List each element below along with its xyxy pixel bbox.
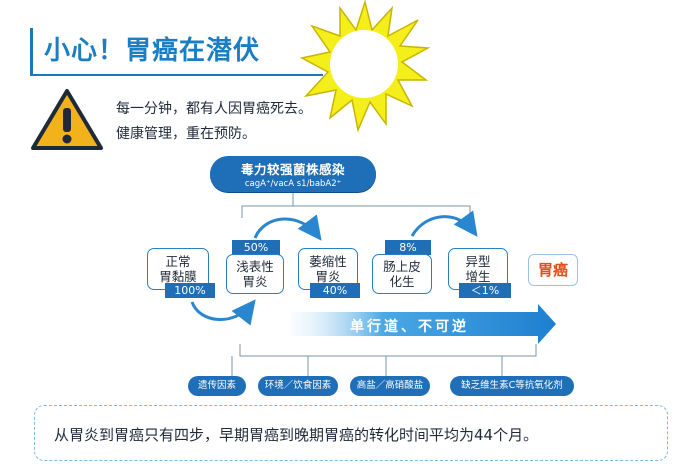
warning-line-2: 健康管理，重在预防。 (116, 126, 256, 142)
stage-label: 化生 (389, 274, 415, 289)
strain-infection-pill: 毒力较强菌株感染 cagA⁺/vacA s1/babA2⁺ (210, 156, 376, 192)
sun-burst-icon (300, 0, 430, 133)
stage-badge: ＜1% (459, 283, 511, 298)
stage-superficial-gastritis: 浅表性 胃炎 (226, 254, 284, 294)
stage-gastric-cancer: 胃癌 (528, 254, 578, 286)
stage-badge: 50% (232, 240, 280, 255)
stage-label: 胃炎 (315, 269, 341, 284)
title-frame (30, 28, 323, 76)
warning-line-1: 每一分钟，都有人因胃癌死去。 (116, 101, 312, 117)
stage-badge: 8% (385, 240, 431, 255)
stage-intestinal-metaplasia: 肠上皮 化生 (372, 254, 432, 294)
one-way-label: 单行道、不可逆 (350, 319, 469, 335)
page-title: 小心！胃癌在潜伏 (44, 36, 261, 66)
bottom-note: 从胃炎到胃癌只有四步，早期胃癌到晚期胃癌的转化时间平均为44个月。 (54, 426, 539, 444)
stage-badge: 40% (310, 283, 360, 298)
stage-label: 萎缩性 (309, 254, 347, 269)
warning-triangle-icon (31, 89, 103, 150)
strain-title: 毒力较强菌株感染 (240, 162, 345, 177)
stage-label: 异型 (465, 254, 491, 269)
strain-subtitle: cagA⁺/vacA s1/babA2⁺ (244, 179, 342, 189)
factor-pill: 高盐／高硝酸盐 (350, 376, 430, 396)
stage-label: 浅表性 (236, 259, 274, 274)
stage-label: 正常 (165, 254, 191, 269)
stage-label: 胃黏膜 (159, 269, 197, 284)
stage-badge: 100% (165, 283, 215, 298)
bottom-note-frame (34, 405, 668, 461)
factor-pill: 遗传因素 (188, 376, 246, 396)
stage-label: 增生 (465, 269, 491, 284)
stage-label: 胃炎 (242, 274, 268, 289)
factor-pill: 环境／饮食因素 (258, 376, 338, 396)
factor-pill: 缺乏维生素C等抗氧化剂 (450, 376, 574, 396)
stage-label: 肠上皮 (383, 259, 421, 274)
